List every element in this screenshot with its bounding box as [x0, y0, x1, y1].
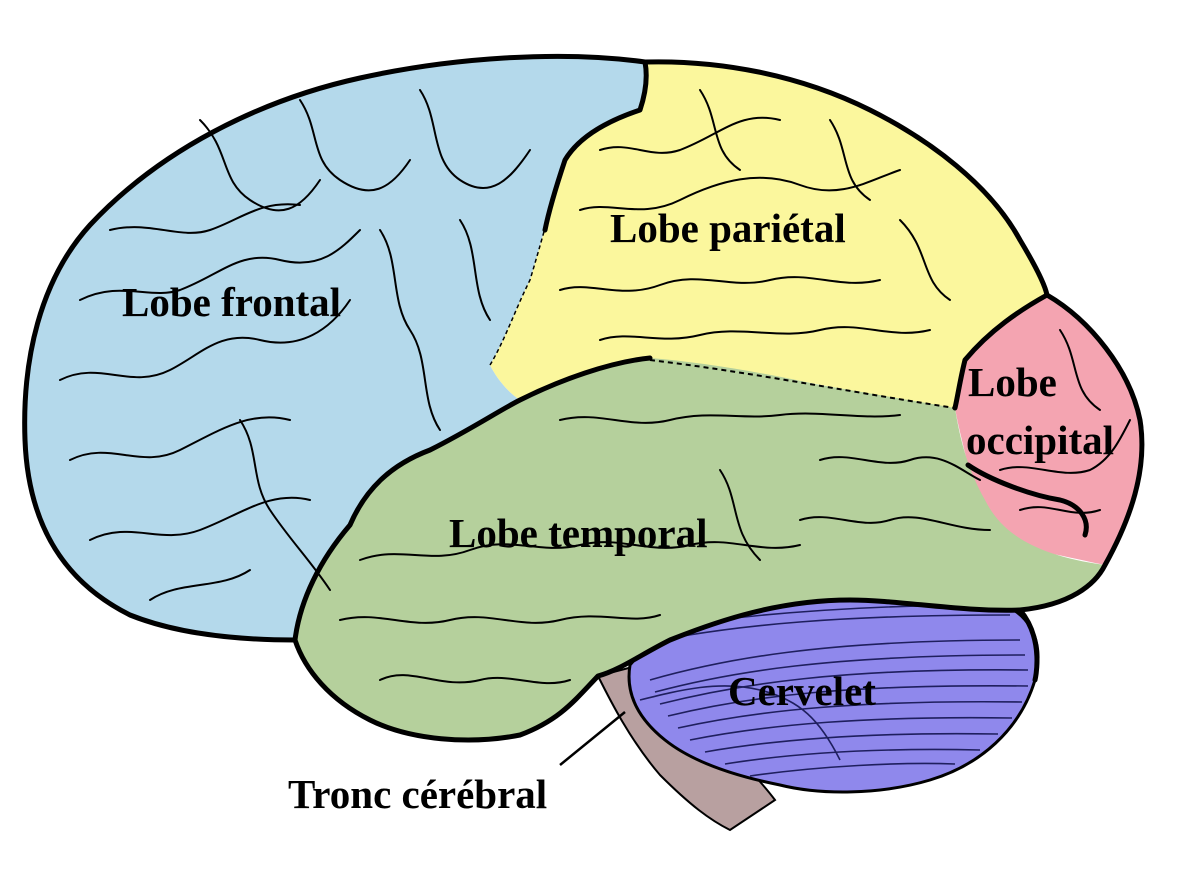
parieto-occipital-sulcus [952, 292, 1050, 411]
lateral-sulcus [292, 355, 653, 643]
brainstem-pointer-line [559, 711, 626, 766]
label-brainstem: Tronc cérébral [288, 771, 547, 817]
temporal-underside [292, 597, 1023, 743]
brain-outline-top [22, 53, 648, 643]
occipital-lobe-region [955, 295, 1142, 565]
label-cerebellum: Cervelet [728, 668, 876, 714]
frontal-lobe-region [24, 56, 647, 641]
parietal-temporal-boundary [649, 359, 956, 409]
gyri-lines [59, 89, 1131, 685]
central-sulcus [542, 59, 649, 233]
label-occipital-lobe-line2: occipital [966, 417, 1114, 463]
label-parietal-lobe: Lobe pariétal [610, 205, 846, 251]
label-temporal-lobe: Lobe temporal [449, 510, 708, 556]
preoccipital-notch [965, 462, 1089, 538]
cerebellum-folds [639, 604, 1029, 777]
brain-outline [642, 59, 1145, 683]
label-occipital-lobe-line1: Lobe [968, 359, 1057, 405]
label-frontal-lobe: Lobe frontal [122, 279, 341, 325]
temporal-lobe-region [295, 358, 1105, 740]
